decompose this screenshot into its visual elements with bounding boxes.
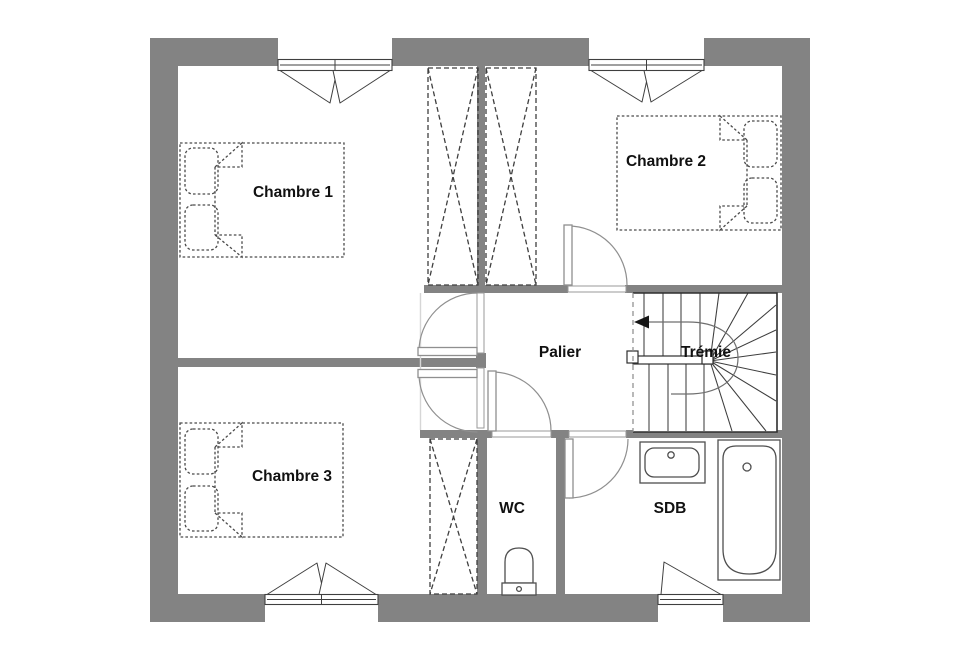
wall-segment <box>625 285 782 293</box>
toilet-icon <box>501 547 537 596</box>
window-icon <box>264 562 379 606</box>
door-icon <box>417 368 478 433</box>
door-icon <box>487 370 552 432</box>
bathtub-icon <box>717 439 781 581</box>
wall-segment <box>392 38 589 66</box>
door-thresholds <box>476 285 627 438</box>
door-icon <box>417 292 478 357</box>
wall-segment <box>476 285 486 293</box>
window-icon <box>588 58 705 103</box>
wall-segment <box>477 430 487 594</box>
wardrobe-icon <box>485 67 537 286</box>
bed-icon <box>179 141 345 259</box>
wall-segment <box>626 430 782 438</box>
wall-segment <box>178 358 477 367</box>
wall-segment <box>378 594 658 622</box>
room-label-chambre-3: Chambre 3 <box>252 468 332 485</box>
doorway <box>476 292 485 354</box>
walls <box>150 38 810 622</box>
wall-segment <box>150 38 178 622</box>
room-label-wc: WC <box>499 500 525 517</box>
direction-arrow-icon <box>634 315 649 329</box>
doorway <box>476 367 485 429</box>
staircase-icon <box>626 292 778 433</box>
bed-icon <box>179 421 344 539</box>
stair-post <box>701 350 714 365</box>
wall-segment <box>424 285 568 293</box>
stair-walkline <box>648 321 739 395</box>
wall-segment <box>420 430 492 438</box>
bed-icon <box>616 114 782 232</box>
room-label-chambre-1: Chambre 1 <box>253 184 333 201</box>
wall-segment <box>782 38 810 622</box>
wardrobe-icon <box>429 438 478 595</box>
wall-segment <box>556 430 565 594</box>
room-label-palier: Palier <box>539 344 581 361</box>
wall-segment <box>476 353 486 368</box>
room-label-chambre-2: Chambre 2 <box>626 153 706 170</box>
door-icon <box>564 438 629 499</box>
room-label-tremie: Trémie <box>681 344 731 361</box>
doorway <box>568 430 627 438</box>
sink-icon <box>639 441 706 484</box>
stair-border <box>633 292 778 433</box>
door-icon <box>563 224 628 286</box>
wardrobe-icon <box>427 67 479 286</box>
room-labels: Chambre 1 Chambre 2 Chambre 3 Palier Tré… <box>252 153 731 517</box>
wall-segment <box>477 66 485 293</box>
room-label-sdb: SDB <box>654 500 687 517</box>
window-icon <box>277 58 393 104</box>
doorway <box>491 430 552 438</box>
doorway <box>567 285 627 293</box>
window-icon <box>657 561 724 606</box>
